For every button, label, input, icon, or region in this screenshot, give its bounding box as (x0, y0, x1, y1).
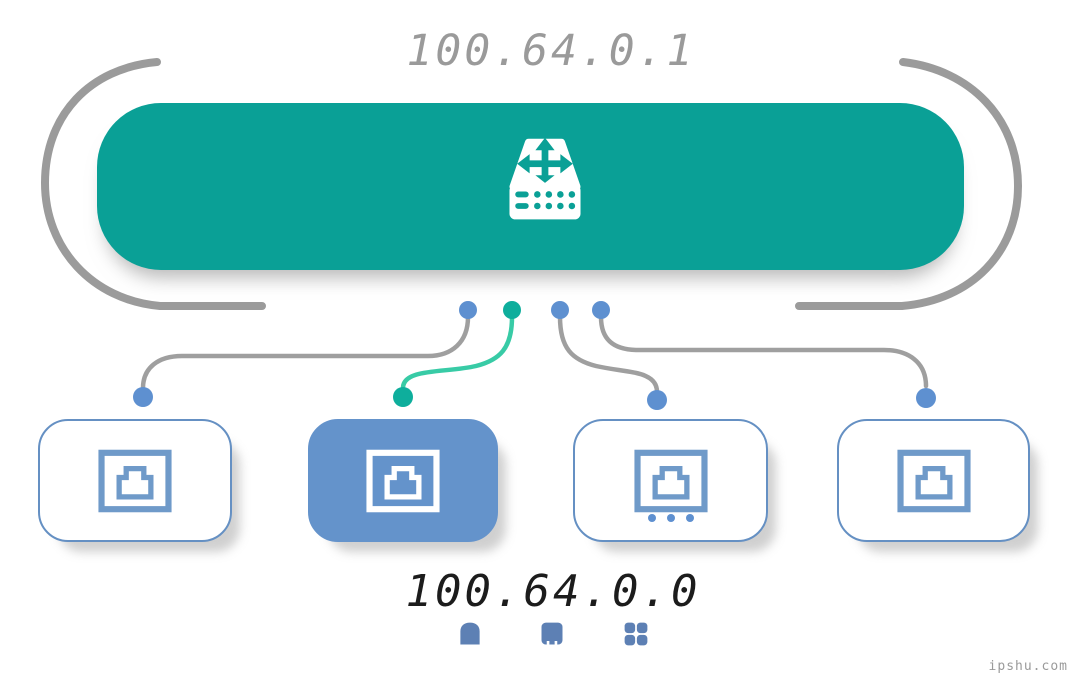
gateway-dot-4 (592, 301, 610, 319)
more-ports-ellipsis-icon (575, 514, 766, 522)
ethernet-port-icon (633, 449, 708, 512)
wire-port-4 (598, 314, 929, 389)
ethernet-port-icon (98, 449, 172, 512)
device-icon (541, 622, 563, 645)
port-dot-3 (647, 390, 667, 410)
port-node-3 (573, 419, 768, 542)
gateway-dot-1 (459, 301, 477, 319)
gateway-dot-2 (503, 301, 521, 319)
port-dot-1 (133, 387, 153, 407)
ethernet-port-icon (896, 449, 971, 512)
watermark: ipshu.com (988, 659, 1068, 674)
apps-grid-icon (624, 622, 648, 646)
gateway-node (97, 103, 964, 270)
ethernet-port-icon (366, 449, 440, 512)
gateway-ip-label: 100.64.0.1 (406, 26, 696, 76)
device-icon (460, 622, 480, 645)
wire-port-3 (557, 314, 660, 395)
port-node-2-selected (308, 419, 498, 542)
wire-port-1 (140, 314, 471, 391)
port-node-4 (837, 419, 1030, 542)
network-ip-label: 100.64.0.0 (405, 566, 701, 617)
wire-port-2 (400, 314, 515, 391)
device-icons-row (0, 620, 1080, 652)
port-dot-4 (916, 388, 936, 408)
port-dot-2 (393, 387, 413, 407)
port-node-1 (38, 419, 232, 542)
gateway-dot-3 (551, 301, 569, 319)
switch-icon (509, 137, 581, 220)
